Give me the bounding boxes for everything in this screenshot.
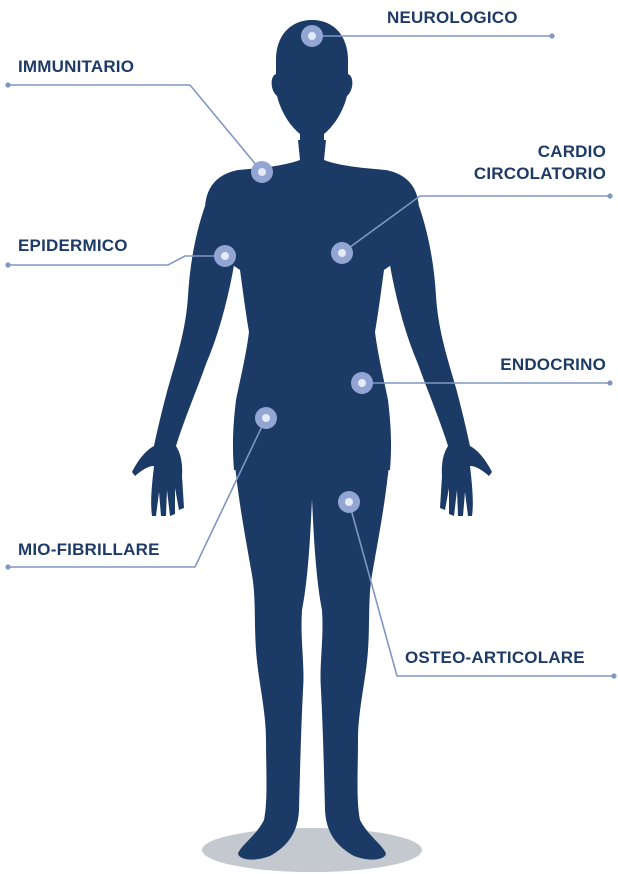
marker-epidermico [214, 245, 236, 267]
marker-osteo-articolare [338, 491, 360, 513]
marker-immunitario [251, 161, 273, 183]
label-mio-fibrillare: MIO-FIBRILLARE [18, 539, 160, 561]
label-cardio: CARDIO CIRCOLATORIO [474, 141, 606, 185]
marker-cardio [331, 242, 353, 264]
label-immunitario: IMMUNITARIO [18, 56, 134, 78]
marker-mio-fibrillare [255, 407, 277, 429]
ground-shadow [202, 828, 422, 872]
marker-endocrino [351, 372, 373, 394]
label-cardio-line1: CARDIO [474, 141, 606, 163]
label-osteo-articolare: OSTEO-ARTICOLARE [405, 647, 585, 669]
leader-line-immunitario [8, 85, 262, 172]
label-endocrino: ENDOCRINO [500, 354, 606, 376]
label-cardio-line2: CIRCOLATORIO [474, 163, 606, 185]
marker-neurologico [301, 25, 323, 47]
label-epidermico: EPIDERMICO [18, 235, 128, 257]
label-neurologico: NEUROLOGICO [387, 7, 518, 29]
body-silhouette [132, 20, 492, 860]
